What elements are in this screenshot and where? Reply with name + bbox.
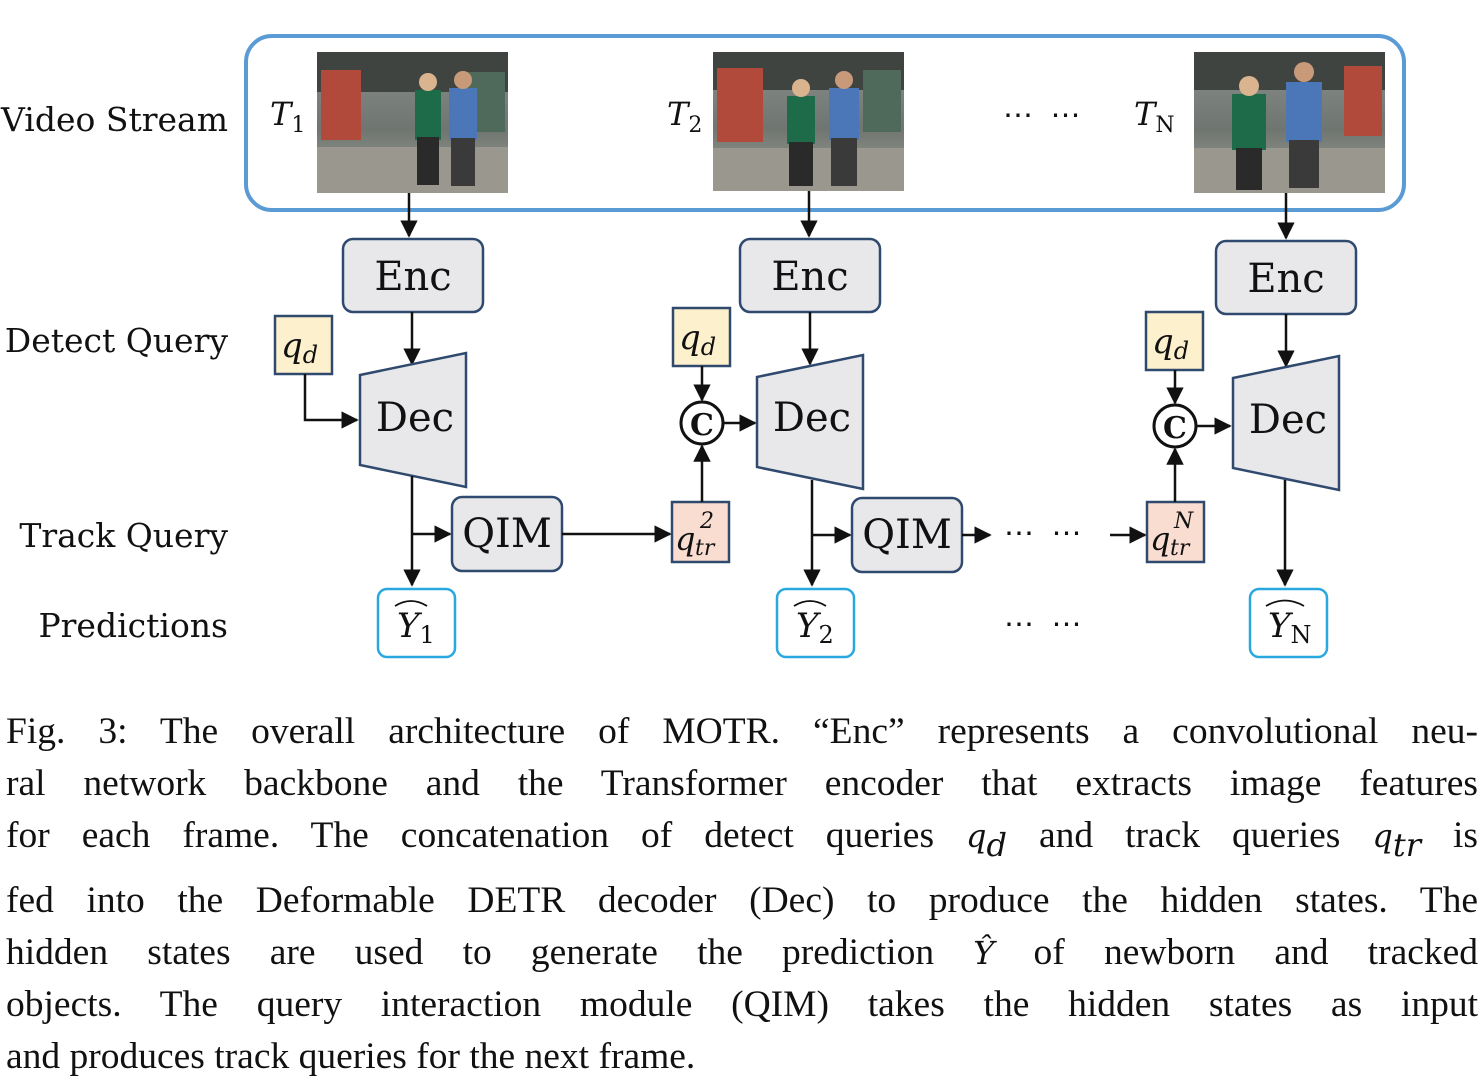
caption-line-7: and produces track queries for the next … bbox=[6, 1035, 696, 1077]
row-label-track-query: Track Query bbox=[19, 516, 228, 555]
decoder-2: Dec bbox=[755, 353, 865, 491]
encoder-n: Enc bbox=[1214, 239, 1358, 316]
svg-text:C: C bbox=[690, 408, 714, 443]
detect-query-1: qd bbox=[273, 314, 334, 376]
frame-image-1 bbox=[317, 52, 508, 193]
prediction-dots: ⋯ ⋯ bbox=[1004, 607, 1086, 642]
track-query-n: q tr N bbox=[1145, 500, 1206, 564]
frame-label-1: T1 bbox=[270, 95, 305, 138]
qim-1: QIM bbox=[450, 495, 564, 573]
decoder-n: Dec bbox=[1231, 354, 1341, 492]
decoder-1: Dec bbox=[358, 351, 468, 489]
encoder-2: Enc bbox=[738, 237, 882, 314]
frame-image-2 bbox=[713, 52, 904, 191]
video-stream-box bbox=[244, 34, 1406, 212]
concat-node-n: C bbox=[1152, 403, 1198, 449]
svg-text:qd: qd bbox=[1152, 322, 1189, 365]
frame-dots: ⋯ ⋯ bbox=[1003, 98, 1085, 133]
qim-2: QIM bbox=[850, 496, 964, 574]
frame-label-n: TN bbox=[1134, 95, 1175, 138]
svg-text:C: C bbox=[1163, 411, 1187, 446]
svg-text:YN: YN bbox=[1268, 606, 1311, 649]
decoder-2-label: Dec bbox=[773, 395, 851, 441]
encoder-1: Enc bbox=[341, 237, 485, 314]
detect-query-n: qd bbox=[1144, 310, 1205, 372]
track-dots: ⋯ ⋯ bbox=[1004, 516, 1086, 551]
concat-node-2: C bbox=[679, 400, 725, 446]
caption-line-3: for each frame. The concatenation of det… bbox=[6, 815, 1478, 864]
row-label-predictions: Predictions bbox=[38, 606, 228, 645]
decoder-n-label: Dec bbox=[1249, 397, 1327, 443]
row-label-video-stream: Video Stream bbox=[0, 100, 228, 139]
prediction-n: YN bbox=[1248, 587, 1329, 659]
svg-text:Y1: Y1 bbox=[397, 606, 435, 649]
prediction-2: Y2 bbox=[775, 587, 856, 659]
svg-text:tr: tr bbox=[1170, 536, 1191, 561]
svg-text:qd: qd bbox=[679, 318, 716, 361]
svg-text:QIM: QIM bbox=[862, 512, 952, 558]
svg-text:q: q bbox=[1150, 520, 1170, 558]
encoder-1-label: Enc bbox=[374, 254, 451, 300]
svg-text:N: N bbox=[1173, 509, 1194, 534]
encoder-n-label: Enc bbox=[1247, 256, 1324, 302]
motr-architecture-diagram: Video Stream Detect Query Track Query Pr… bbox=[0, 34, 1406, 659]
prediction-1: Y1 bbox=[376, 587, 457, 659]
svg-text:Y2: Y2 bbox=[796, 606, 834, 649]
svg-text:qd: qd bbox=[281, 326, 318, 369]
row-label-detect-query: Detect Query bbox=[5, 321, 229, 360]
svg-text:tr: tr bbox=[695, 536, 716, 561]
caption-line-1: Fig. 3: The overall architecture of MOTR… bbox=[6, 711, 1478, 752]
caption-line-4: fed into the Deformable DETR decoder (De… bbox=[6, 879, 1478, 921]
frame-image-n bbox=[1194, 52, 1385, 193]
detect-query-2: qd bbox=[671, 306, 732, 368]
caption-line-5: hidden states are used to generate the p… bbox=[6, 931, 1479, 973]
encoder-2-label: Enc bbox=[771, 254, 848, 300]
frame-label-2: T2 bbox=[667, 95, 702, 138]
figure-caption: Fig. 3: The overall architecture of MOTR… bbox=[6, 706, 1478, 1083]
svg-text:q: q bbox=[675, 520, 695, 558]
caption-line-2: ral network backbone and the Transformer… bbox=[6, 763, 1478, 804]
caption-line-6: objects. The query interaction module (Q… bbox=[6, 983, 1478, 1025]
decoder-1-label: Dec bbox=[376, 395, 454, 441]
svg-text:QIM: QIM bbox=[462, 511, 552, 557]
svg-text:2: 2 bbox=[699, 509, 714, 534]
track-query-2: q tr 2 bbox=[670, 500, 731, 564]
